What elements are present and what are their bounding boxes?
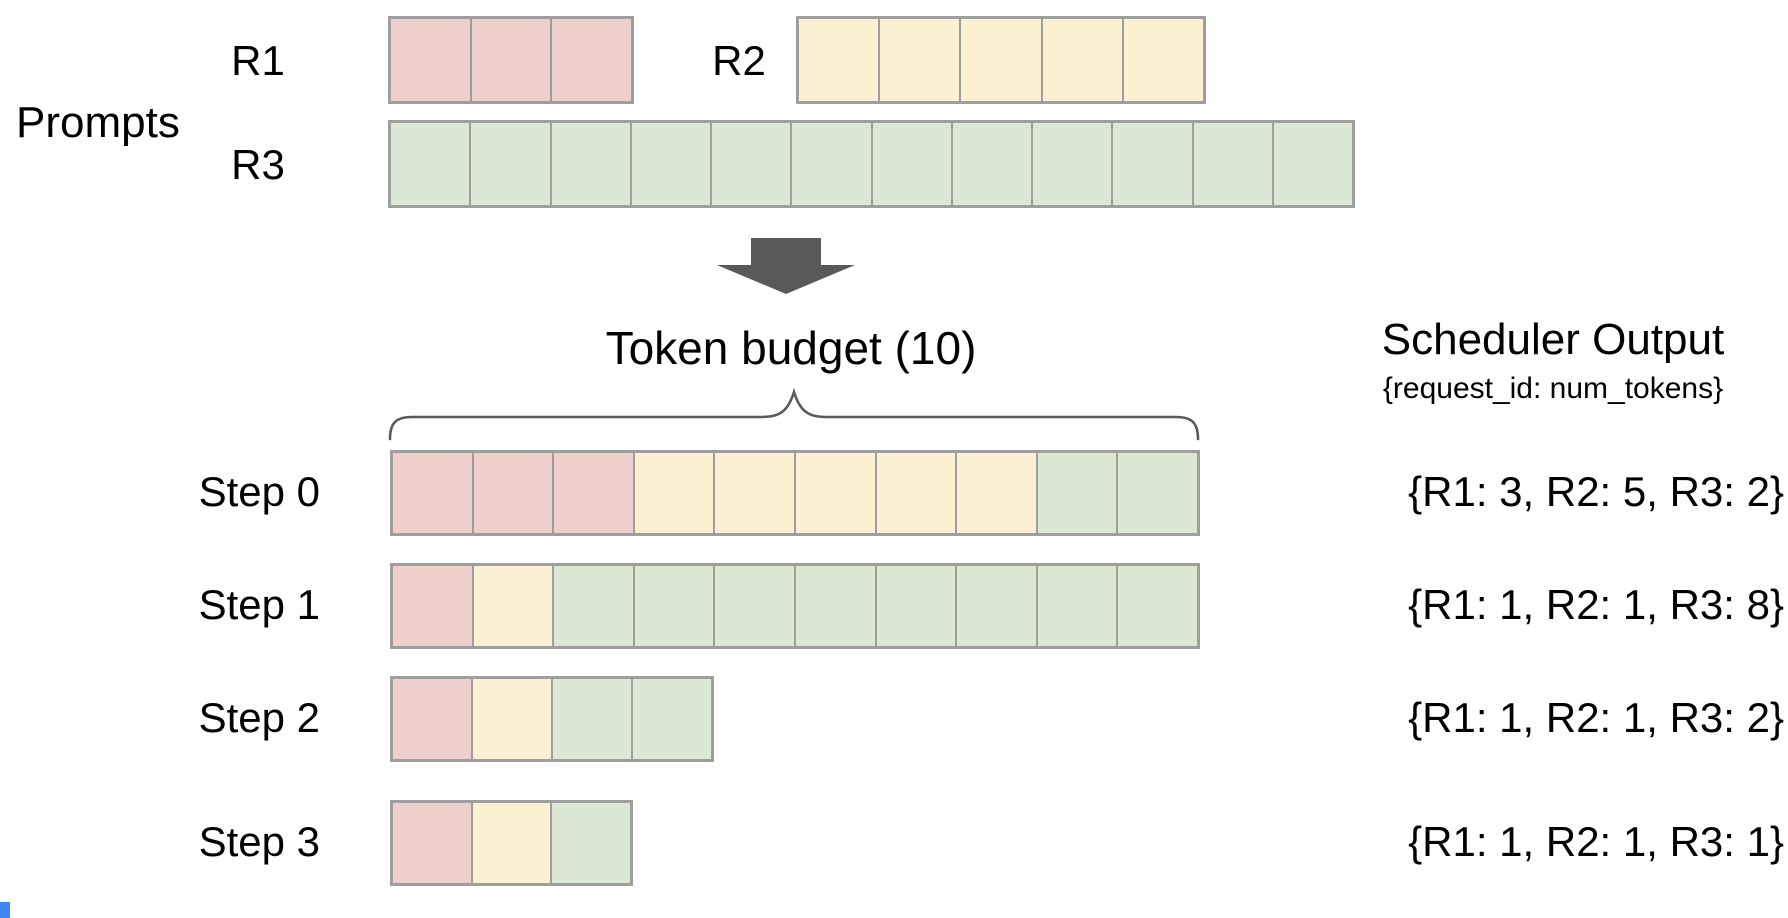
scheduler-output-title: Scheduler Output: [1381, 315, 1725, 364]
step-1-strip: [390, 563, 1200, 649]
token-cell-r3: [952, 123, 1033, 205]
scheduler-output-format: {request_id: num_tokens}: [1382, 372, 1724, 405]
token-cell-r3: [552, 803, 631, 883]
token-cell-r1: [471, 19, 553, 101]
token-cell-r2: [880, 19, 962, 101]
token-cell-r2: [961, 19, 1043, 101]
r3-row-label: R3: [231, 141, 285, 188]
token-cell-r2: [799, 19, 881, 101]
token-cell-r3: [631, 123, 712, 205]
token-cell-r1: [554, 453, 635, 533]
r3-prompt-strip: [388, 120, 1355, 208]
step-0-output: {R1: 3, R2: 5, R3: 2}: [1408, 468, 1784, 515]
token-cell-r2: [1042, 19, 1124, 101]
step-1-output: {R1: 1, R2: 1, R3: 8}: [1408, 581, 1784, 628]
token-cell-r3: [792, 123, 873, 205]
token-cell-r1: [473, 453, 555, 533]
token-cell-r3: [551, 123, 632, 205]
blue-corner-artifact: [0, 902, 10, 918]
token-cell-r3: [391, 123, 472, 205]
token-cell-r3: [1193, 123, 1274, 205]
token-cell-r3: [1273, 123, 1352, 205]
token-budget-label: Token budget (10): [605, 322, 977, 374]
token-cell-r3: [633, 679, 711, 759]
step-3-strip: [390, 800, 633, 886]
token-cell-r1: [393, 679, 473, 759]
token-cell-r3: [876, 566, 958, 646]
token-cell-r2: [634, 453, 716, 533]
token-cell-r2: [1123, 19, 1204, 101]
token-cell-r2: [876, 453, 958, 533]
down-arrow-icon: [717, 238, 855, 294]
token-cell-r2: [473, 566, 555, 646]
step-2-output: {R1: 1, R2: 1, R3: 2}: [1408, 694, 1784, 741]
token-cell-r3: [795, 566, 877, 646]
token-cell-r1: [393, 803, 473, 883]
token-cell-r3: [872, 123, 953, 205]
token-cell-r3: [554, 566, 635, 646]
step-1-label: Step 1: [198, 581, 320, 628]
token-cell-r3: [553, 679, 633, 759]
token-cell-r3: [1118, 566, 1197, 646]
token-cell-r3: [1118, 453, 1197, 533]
step-0-label: Step 0: [198, 468, 320, 515]
token-cell-r3: [1037, 453, 1119, 533]
token-cell-r3: [712, 123, 793, 205]
token-cell-r2: [957, 453, 1038, 533]
r2-row-label: R2: [712, 37, 766, 84]
token-cell-r3: [1037, 566, 1119, 646]
token-cell-r3: [1033, 123, 1114, 205]
token-cell-r3: [634, 566, 716, 646]
r1-row-label: R1: [231, 37, 285, 84]
token-cell-r2: [472, 803, 553, 883]
token-cell-r1: [552, 19, 632, 101]
token-cell-r3: [957, 566, 1038, 646]
token-cell-r1: [393, 453, 474, 533]
step-2-strip: [390, 676, 714, 762]
token-cell-r1: [393, 566, 474, 646]
r1-prompt-strip: [388, 16, 634, 104]
token-cell-r3: [1113, 123, 1194, 205]
token-cell-r2: [715, 453, 796, 533]
prompts-section-label: Prompts: [16, 98, 180, 147]
step-3-output: {R1: 1, R2: 1, R3: 1}: [1408, 818, 1784, 865]
token-cell-r2: [795, 453, 877, 533]
token-cell-r2: [473, 679, 553, 759]
token-cell-r3: [471, 123, 552, 205]
step-0-strip: [390, 450, 1200, 536]
token-cell-r1: [391, 19, 472, 101]
token-cell-r3: [715, 566, 796, 646]
r2-prompt-strip: [796, 16, 1206, 104]
step-2-label: Step 2: [198, 694, 320, 741]
step-3-label: Step 3: [198, 818, 320, 865]
token-budget-brace: [386, 386, 1202, 442]
